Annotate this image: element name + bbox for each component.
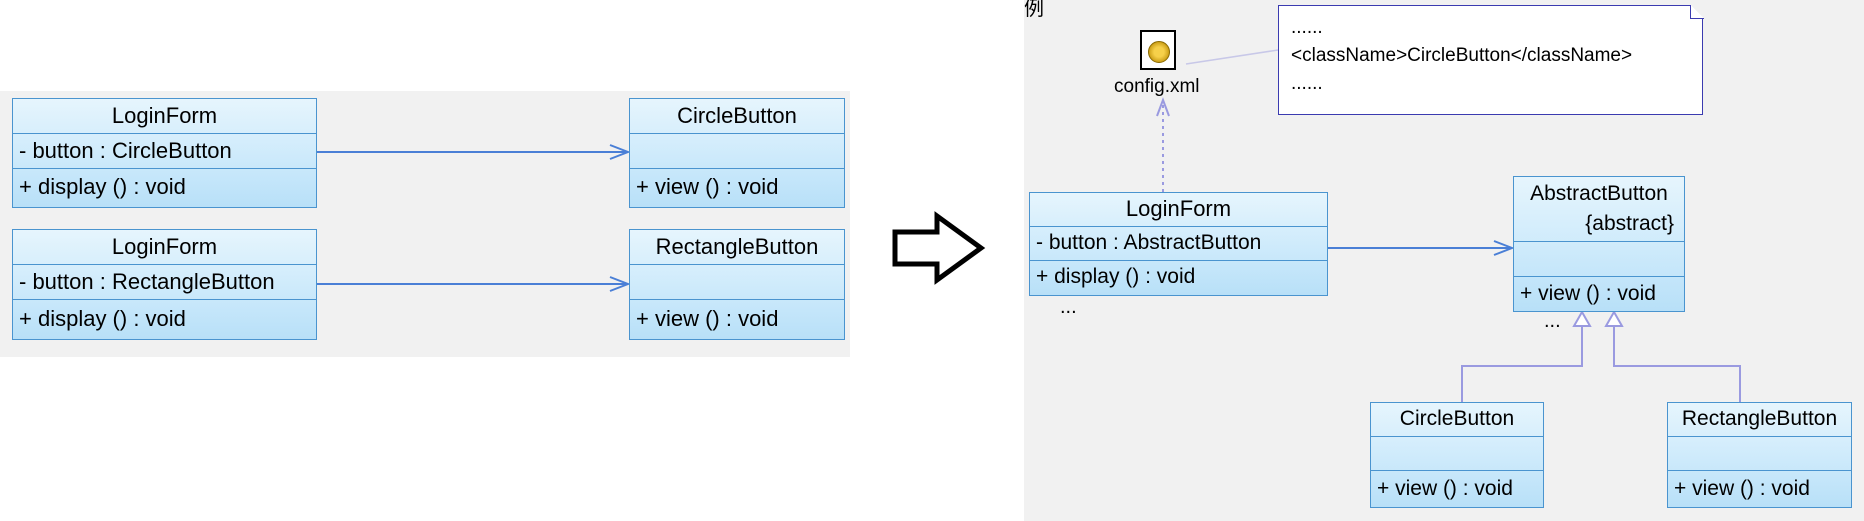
class-circlebutton-right: CircleButton + view () : void xyxy=(1370,402,1544,508)
class-attribute: - button : CircleButton xyxy=(19,138,232,163)
config-file-label: config.xml xyxy=(1114,76,1200,97)
association-arrowhead-abstract xyxy=(1493,240,1515,256)
abstractbutton-more-ellipsis: ... xyxy=(1544,310,1561,332)
class-name: LoginForm xyxy=(111,103,218,128)
xml-file-icon xyxy=(1140,30,1176,70)
generalization-line-rectangle xyxy=(1613,326,1741,402)
note-line: <className>CircleButton</className> xyxy=(1291,45,1633,66)
class-name: LoginForm xyxy=(1125,196,1232,221)
class-name: CircleButton xyxy=(677,103,797,128)
class-operation: + view () : void xyxy=(636,174,779,199)
loginform-more-ellipsis: ... xyxy=(1060,296,1077,318)
class-attribute: - button : AbstractButton xyxy=(1036,231,1262,254)
gear-icon xyxy=(1148,41,1170,63)
dependency-arrowhead-config xyxy=(1156,97,1170,117)
generalization-triangle-rectangle xyxy=(1604,309,1624,327)
class-name: LoginForm xyxy=(111,234,218,259)
association-arrowhead-circle xyxy=(609,144,631,160)
class-circlebutton-left: CircleButton + view () : void xyxy=(629,98,845,208)
corner-mark: 例 xyxy=(1024,0,1044,20)
config-note: ...... <className>CircleButton</classNam… xyxy=(1278,4,1704,115)
class-operation: + view () : void xyxy=(1377,477,1513,500)
note-fold-corner xyxy=(1689,4,1704,19)
generalization-line-circle xyxy=(1461,326,1583,402)
class-stereotype: {abstract} xyxy=(1585,212,1674,235)
class-rectanglebutton-right: RectangleButton + view () : void xyxy=(1667,402,1852,508)
class-loginform-right: LoginForm - button : AbstractButton + di… xyxy=(1029,192,1328,296)
note-line: ...... xyxy=(1291,17,1323,38)
association-arrowhead-rectangle xyxy=(609,276,631,292)
class-operation: + view () : void xyxy=(636,306,779,331)
class-name: CircleButton xyxy=(1399,407,1515,430)
class-attribute: - button : RectangleButton xyxy=(19,269,275,294)
class-loginform-rectangle: LoginForm - button : RectangleButton + d… xyxy=(12,229,317,340)
transform-arrow-icon xyxy=(892,211,986,285)
class-loginform-circle: LoginForm - button : CircleButton + disp… xyxy=(12,98,317,208)
class-abstractbutton: AbstractButton {abstract} + view () : vo… xyxy=(1513,176,1685,312)
class-name: AbstractButton xyxy=(1530,182,1668,205)
class-name: RectangleButton xyxy=(655,234,819,259)
class-operation: + view () : void xyxy=(1520,282,1656,305)
class-operation: + display () : void xyxy=(19,306,186,331)
class-operation: + view () : void xyxy=(1674,477,1810,500)
class-operation: + display () : void xyxy=(1036,265,1196,288)
class-name: RectangleButton xyxy=(1681,407,1838,430)
generalization-triangle-circle xyxy=(1572,309,1592,327)
class-operation: + display () : void xyxy=(19,174,186,199)
class-rectanglebutton-left: RectangleButton + view () : void xyxy=(629,229,845,340)
note-line: ...... xyxy=(1291,73,1323,94)
note-link-line xyxy=(1185,49,1279,65)
